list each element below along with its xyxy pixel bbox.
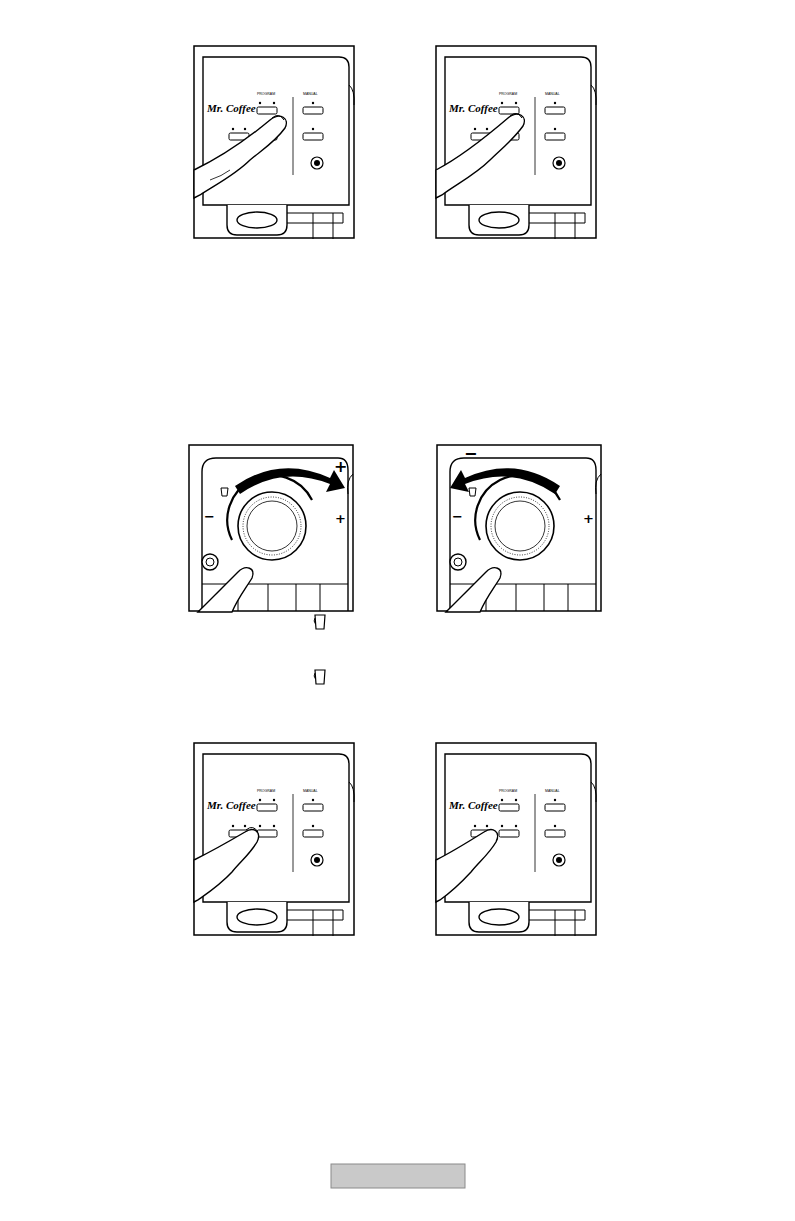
- brand-logo: Mr. Coffee: [449, 103, 498, 114]
- dial-sign: +: [335, 512, 346, 525]
- direction-sign: +: [334, 459, 347, 475]
- brand-logo: Mr. Coffee: [449, 800, 498, 811]
- brand-logo: Mr. Coffee: [207, 103, 256, 114]
- brand-logo: Mr. Coffee: [207, 800, 256, 811]
- dial-sign: −: [452, 510, 463, 523]
- dial-sign: −: [204, 510, 215, 523]
- direction-sign: −: [464, 446, 477, 462]
- dial-sign: +: [583, 512, 594, 525]
